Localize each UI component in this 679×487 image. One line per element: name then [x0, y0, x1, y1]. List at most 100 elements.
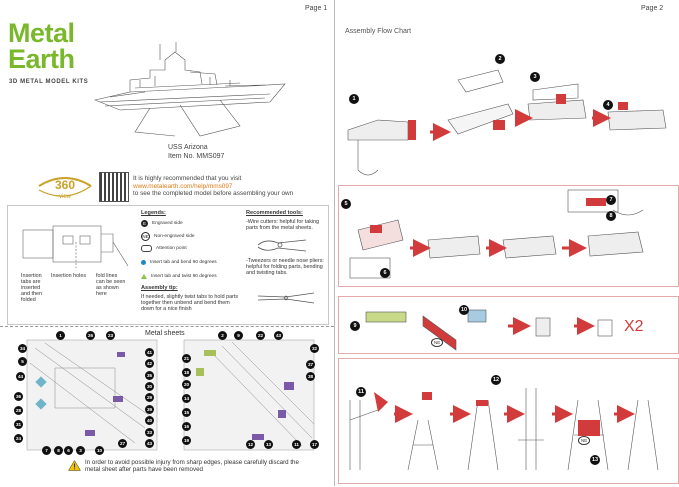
legend-text: Engraved side: [152, 221, 183, 226]
non-engraved-symbol: NE: [141, 232, 150, 241]
left-sheet-part-number: 42: [145, 359, 154, 368]
model-item-number: Item No. MMS097: [168, 153, 225, 160]
right-sheet-part-number: 11: [292, 440, 301, 449]
ship-illustration: [93, 42, 286, 137]
qr-code[interactable]: [99, 172, 129, 202]
ne-tag: NE: [431, 338, 444, 347]
page-1: Page 1 Metal Earth 3D METAL MODEL KITS U…: [0, 0, 334, 486]
warning-text: In order to avoid possible injury from s…: [85, 459, 299, 474]
right-sheet-part-number: 22: [256, 331, 265, 340]
brand-tagline: 3D METAL MODEL KITS: [9, 79, 89, 85]
attention-icon: [141, 245, 152, 252]
step-number-badge: 11: [356, 387, 366, 397]
help-link[interactable]: www.metalearth.com/help/mms097: [133, 182, 233, 190]
assembly-tip-title: Assembly tip:: [141, 285, 178, 291]
ne-tag: NE: [578, 436, 591, 445]
brand-line-1: Metal: [8, 18, 75, 48]
metal-sheets-section: [0, 326, 334, 487]
qr-note-line-3: to see the completed model before assemb…: [133, 190, 294, 198]
left-sheet-part-number: 44: [16, 372, 25, 381]
pliers-icon: [257, 292, 315, 304]
right-sheet-part-number: 18: [182, 368, 191, 377]
metal-sheets-title: Metal sheets: [145, 330, 185, 337]
legend-text: Non-engraved side: [154, 234, 195, 239]
warning-icon: [68, 460, 81, 471]
legend-bend: Insert tab and bend 90 degrees: [141, 260, 217, 265]
left-sheet-part-number: 3: [76, 446, 85, 455]
label-insertion-tabs: Insertion tabs are inserted and then fol…: [21, 273, 42, 303]
left-sheet-part-number: 5: [18, 357, 27, 366]
step-number-badge: 7: [606, 195, 616, 205]
wire-cutters-icon: [257, 239, 307, 252]
right-sheet-part-number: 2: [218, 331, 227, 340]
right-sheet-part-number: 20: [182, 380, 191, 389]
right-sheet-part-number: 43: [274, 331, 283, 340]
left-sheet-part-number: 1: [56, 331, 65, 340]
flow-chart-title: Assembly Flow Chart: [345, 28, 412, 35]
badge-word: view: [59, 194, 72, 200]
left-sheet-part-number: 34: [18, 344, 27, 353]
right-sheet-part-number: 15: [182, 408, 191, 417]
step-number-badge: 1: [349, 94, 359, 104]
left-sheet-part-number: 35: [145, 371, 154, 380]
green-triangle-icon: [141, 274, 147, 279]
right-sheet-part-number: 9: [234, 331, 243, 340]
left-sheet-part-number: 41: [145, 348, 154, 357]
step-number-badge: 5: [341, 199, 351, 209]
step-number-badge: 10: [459, 305, 469, 315]
tool-wire-cutters: -Wire cutters: helpful for taking parts …: [246, 219, 320, 231]
right-sheet-part-number: 13: [264, 440, 273, 449]
left-sheet-part-number: 24: [14, 434, 23, 443]
left-sheet-part-number: 10: [95, 446, 104, 455]
legend-text: Attention point: [156, 246, 187, 251]
right-sheet-part-number: 19: [182, 436, 191, 445]
step-number-badge: 6: [380, 268, 390, 278]
tab-diagram: [22, 225, 129, 268]
left-sheet-part-number: 39: [145, 405, 154, 414]
left-sheet-part-number: 26: [86, 331, 95, 340]
legend-attention: Attention point: [141, 245, 187, 252]
step-number-badge: 9: [350, 321, 360, 331]
left-sheet-part-number: 40: [145, 416, 154, 425]
left-sheet-part-number: 31: [14, 420, 23, 429]
left-sheet-part-number: 8: [54, 446, 63, 455]
right-sheet-part-number: 16: [182, 422, 191, 431]
left-sheet-part-number: 6: [64, 446, 73, 455]
assembly-flow-illustrations: [347, 69, 667, 471]
qr-note-line-1: It is highly recommended that you visit: [133, 175, 242, 182]
legend-twist: Insert tab and twist 90 degrees: [141, 274, 217, 279]
multiplier-label: X2: [624, 318, 644, 335]
tools-title: Recommended tools:: [246, 210, 303, 216]
brand-line-2: Earth: [8, 44, 75, 74]
tool-tweezers: -Tweezers or needle nose pliers: helpful…: [246, 258, 324, 276]
page-number: Page 2: [641, 5, 664, 12]
left-sheet-part-number: 30: [145, 382, 154, 391]
badge-number: 360: [55, 178, 75, 192]
metal-sheet-right: [183, 339, 315, 451]
right-sheet-part-number: 12: [246, 440, 255, 449]
legend-engraved: E Engraved side: [141, 220, 183, 227]
label-insertion-holes: Insertion holes: [51, 273, 87, 279]
right-sheet-part-number: 14: [182, 394, 191, 403]
page-divider: [334, 0, 335, 486]
model-name: USS Arizona: [168, 144, 208, 151]
blue-dot-icon: [141, 260, 146, 265]
right-sheet-part-number: 38: [306, 372, 315, 381]
left-sheet-part-number: 23: [106, 331, 115, 340]
metal-sheet-left: [26, 339, 158, 451]
left-sheet-part-number: 28: [14, 406, 23, 415]
step-number-badge: 2: [495, 54, 505, 64]
360-view-badge: 360 view: [38, 177, 92, 200]
left-sheet-part-number: 27: [118, 439, 127, 448]
legend-non-engraved: NE Non-engraved side: [141, 232, 195, 241]
step-number-badge: 12: [491, 375, 501, 385]
step-number-badge: 8: [606, 211, 616, 221]
step-number-badge: 3: [530, 72, 540, 82]
qr-note: It is highly recommended that you visit …: [133, 175, 333, 198]
right-sheet-part-number: 17: [310, 440, 319, 449]
left-sheet-part-number: 33: [145, 428, 154, 437]
legend-text: Insert tab and bend 90 degrees: [150, 260, 217, 265]
label-fold-lines: fold lines can be seen as shown here: [96, 273, 126, 297]
assembly-tip-text: If needed, slightly twist tabs to hold p…: [141, 294, 239, 312]
left-sheet-part-number: 29: [145, 393, 154, 402]
